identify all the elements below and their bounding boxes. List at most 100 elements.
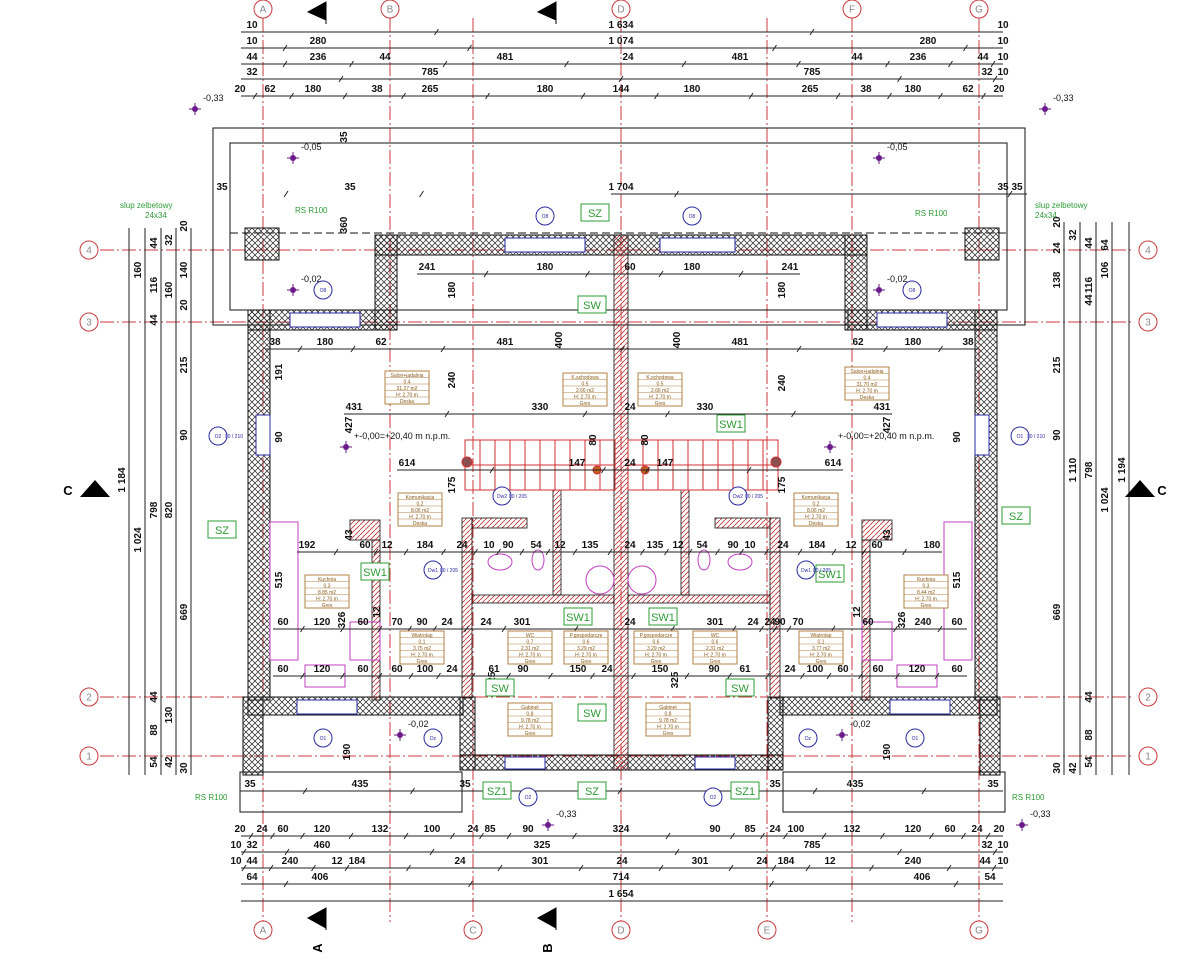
level-marker-icon [343, 444, 349, 450]
dimension-value: 120 [314, 617, 331, 628]
dimension-tick [809, 28, 815, 36]
dimension-tick [348, 832, 354, 840]
dimension-tick [963, 44, 968, 52]
room-name: Salon+jadalnia [851, 369, 884, 375]
dimension-value: 460 [314, 840, 331, 851]
wall-type-label: SZ [1009, 511, 1023, 523]
dimension-value: 180 [905, 84, 922, 95]
room-name: WC [526, 633, 535, 639]
dimension-tick [885, 60, 890, 68]
room-floor: Gres [655, 401, 666, 407]
dimension-value: 24 [624, 402, 636, 413]
dimension-tick [582, 410, 588, 418]
room-height: H: 2.70 m [645, 653, 667, 659]
column-note: 24x34 [1035, 211, 1057, 220]
grid-label: 1 [86, 752, 92, 763]
dimension-value: 60 [357, 617, 369, 628]
dimension-value: 12 [852, 606, 863, 618]
level-value: -0,05 [301, 142, 322, 152]
level-marker-icon [827, 444, 833, 450]
dimension-tick [340, 672, 345, 680]
dimension-tick [684, 672, 690, 680]
room-area: 2.31 m2 [521, 646, 539, 652]
opening-size: 90 / 210 [1027, 434, 1045, 440]
room-label-box [384, 370, 430, 405]
room-floor: Gres [651, 659, 662, 665]
opening-id: Dw2 [733, 494, 743, 500]
dimension-value: 24 [624, 458, 636, 469]
dimension-value: 24 [624, 617, 636, 628]
dimension-tick [338, 75, 344, 83]
dimension-tick [985, 832, 991, 840]
dimension-tick [858, 672, 863, 680]
grid-label: D [617, 926, 624, 937]
dimension-value: 35 [216, 182, 228, 193]
windows [255, 237, 990, 770]
room-floor: Gres [580, 401, 591, 407]
dimension-tick [796, 345, 802, 353]
dimension-value: 90 [709, 824, 721, 835]
dimension-value: 20 [1052, 216, 1063, 228]
dimension-tick [506, 672, 511, 680]
opening-symbol-icon [313, 728, 333, 748]
opening-size: 80 / 205 [813, 568, 831, 574]
dimension-value: 184 [778, 856, 795, 867]
dimension-value: 54 [530, 540, 542, 551]
dimension-tick [658, 270, 664, 278]
room-height: H: 2.70 m [856, 389, 878, 395]
dimension-tick [990, 60, 996, 68]
room-label-box [793, 492, 839, 527]
dimension-value: 54 [696, 540, 708, 551]
dimension-value: 10 [997, 52, 1009, 63]
opening-id: O1 [912, 736, 919, 742]
room-label-box [304, 574, 350, 609]
level-value: -0,33 [1030, 809, 1051, 819]
dimension-value: 1 024 [133, 527, 144, 552]
dimension-tick [895, 672, 900, 680]
room-name: Kuchnia [917, 577, 935, 583]
room-height: H: 2.70 m [704, 653, 726, 659]
dimension-value: 240 [777, 374, 788, 391]
dimension-tick [585, 270, 590, 278]
opening-size: 90 / 210 [225, 434, 243, 440]
room-floor: Gres [581, 659, 592, 665]
dimension-tick [545, 548, 551, 556]
dimension-value: 135 [647, 540, 664, 551]
dimension-tick [897, 848, 902, 856]
dimension-tick [897, 75, 902, 83]
dimension-tick [377, 625, 383, 633]
grid-label: C [469, 926, 476, 937]
dimension-value: 44 [979, 856, 991, 867]
dimension-value: 147 [657, 458, 674, 469]
dimension-tick [403, 548, 409, 556]
dimension-value: 1 194 [1117, 457, 1128, 482]
wall-type-label: SW [583, 300, 601, 312]
room-height: H: 2.70 m [574, 395, 596, 401]
grid-label: G [975, 926, 983, 937]
dimension-value: 400 [672, 331, 683, 348]
dimension-value: 10 [483, 540, 495, 551]
dimension-value: 90 [274, 431, 285, 443]
dimension-value: 180 [305, 84, 322, 95]
wall-type-tag [815, 564, 845, 583]
room-label-box [903, 574, 949, 609]
dimension-tick [311, 864, 316, 872]
section-label: B [540, 943, 555, 952]
dimension-value: 90 [517, 664, 529, 675]
dimension-tick [771, 864, 777, 872]
room-name: Gabinet [659, 705, 677, 711]
dimension-tick [580, 92, 586, 100]
dimension-tick [946, 864, 952, 872]
dimension-value: 435 [847, 779, 864, 790]
dimension-value: 515 [952, 571, 963, 588]
room-floor: Gres [663, 731, 674, 737]
dimension-tick [765, 672, 770, 680]
dimension-value: 24 [764, 617, 776, 628]
dimension-value: 24 [446, 664, 458, 675]
dimension-value: 144 [613, 84, 630, 95]
dimension-tick [948, 60, 953, 68]
dimension-value: 44 [246, 856, 258, 867]
dimension-value: 60 [357, 664, 369, 675]
room-label-box [692, 630, 738, 665]
